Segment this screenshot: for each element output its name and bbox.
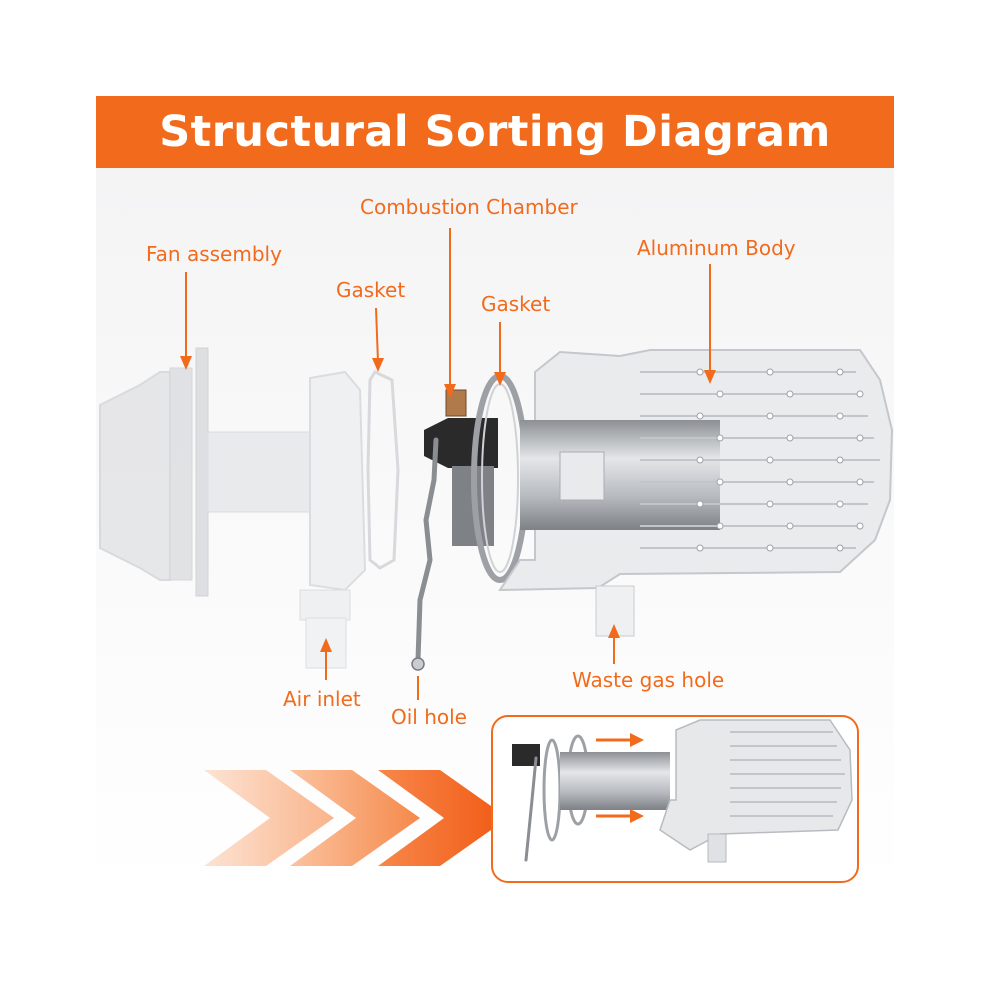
fin-bolt	[837, 457, 843, 463]
assembled-inset	[492, 716, 858, 882]
fin-bolt	[767, 457, 773, 463]
fin-bolt	[837, 545, 843, 551]
label-aluminum-body: Aluminum Body	[637, 238, 796, 258]
aluminum-body-part	[500, 350, 892, 636]
label-gasket-left: Gasket	[336, 280, 405, 300]
fin-bolt	[767, 501, 773, 507]
fin-bolt	[787, 435, 793, 441]
page-title: Structural Sorting Diagram	[159, 107, 831, 157]
fin-bolt	[767, 369, 773, 375]
label-fan-assembly: Fan assembly	[146, 244, 282, 264]
direction-chevrons	[204, 770, 508, 866]
fin-bolt	[717, 523, 723, 529]
fin-bolt	[717, 391, 723, 397]
fin-bolt	[767, 545, 773, 551]
fin-bolt	[787, 479, 793, 485]
fin-bolt	[857, 435, 863, 441]
fin-bolt	[697, 413, 703, 419]
fin-bolt	[697, 501, 703, 507]
fan-assembly-part	[100, 348, 365, 668]
fin-bolt	[767, 413, 773, 419]
gasket-left-part	[368, 372, 398, 568]
fin-bolt	[787, 523, 793, 529]
gasket-right-part	[474, 376, 526, 580]
label-gasket-right: Gasket	[481, 294, 550, 314]
label-oil-hole: Oil hole	[391, 707, 467, 727]
label-waste-gas-hole: Waste gas hole	[572, 670, 724, 690]
label-combustion-chamber: Combustion Chamber	[360, 197, 578, 217]
fin-bolt	[837, 413, 843, 419]
fin-bolt	[837, 501, 843, 507]
fin-bolt	[697, 545, 703, 551]
fin-bolt	[697, 369, 703, 375]
fin-bolt	[837, 369, 843, 375]
fin-bolt	[857, 523, 863, 529]
title-banner: Structural Sorting Diagram	[96, 96, 894, 168]
label-air-inlet: Air inlet	[283, 689, 361, 709]
fin-bolt	[717, 479, 723, 485]
fin-bolt	[717, 435, 723, 441]
fin-bolt	[697, 457, 703, 463]
fin-bolt	[787, 391, 793, 397]
fin-bolt	[857, 391, 863, 397]
fin-bolt	[857, 479, 863, 485]
